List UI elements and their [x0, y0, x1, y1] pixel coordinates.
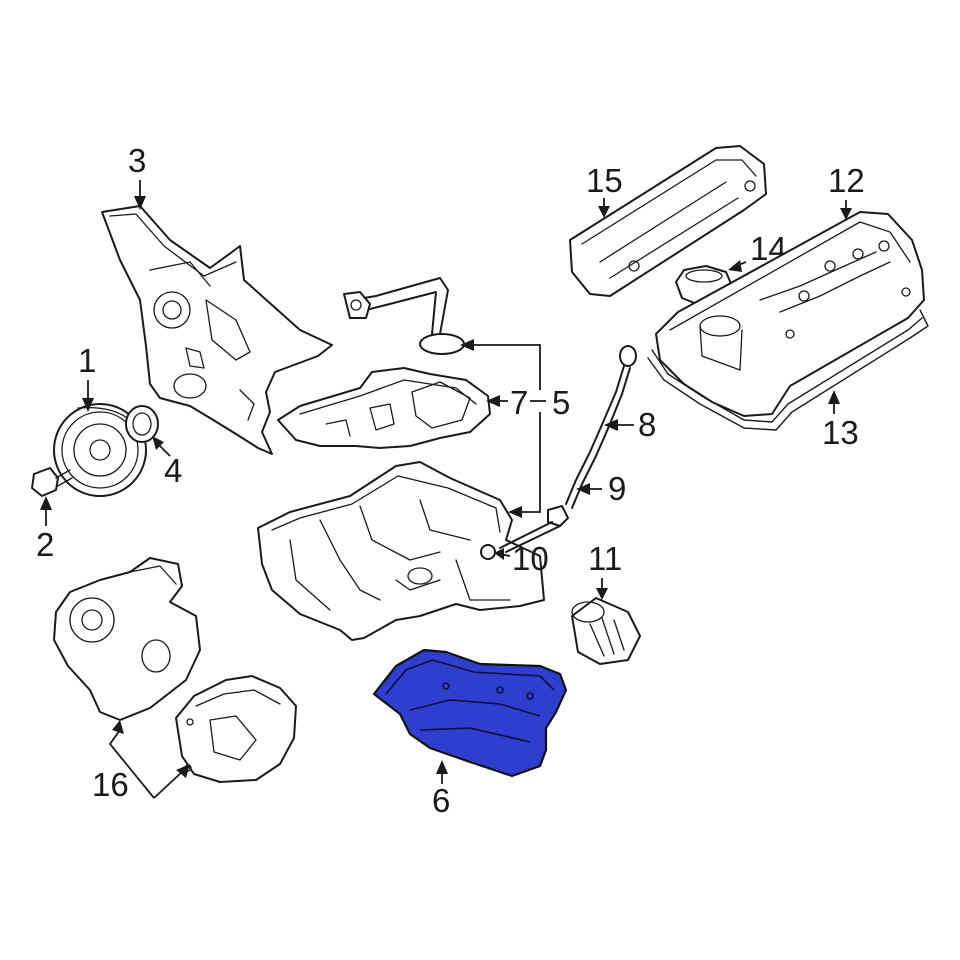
callout-label-5: 5: [552, 384, 570, 421]
callout-11: 11: [588, 540, 622, 600]
callout-1: 1: [78, 342, 96, 412]
callout-label-12: 12: [828, 162, 865, 199]
callout-4: 4: [152, 436, 182, 489]
callout-label-7: 7: [510, 384, 528, 421]
callout-label-15: 15: [586, 162, 623, 199]
drain-plug-part[interactable]: [480, 544, 496, 560]
callout-label-2: 2: [36, 526, 54, 563]
callout-8: 8: [604, 406, 656, 443]
oil-pickup-tube-part[interactable]: [343, 277, 465, 355]
callout-label-3: 3: [128, 142, 146, 179]
callout-9: 9: [576, 470, 626, 507]
callout-label-1: 1: [78, 342, 96, 379]
callout-label-11: 11: [588, 540, 622, 577]
callout-7-5: 7 5: [460, 339, 570, 518]
bolt-part[interactable]: [31, 467, 73, 497]
callout-label-16: 16: [92, 766, 129, 803]
callout-6: 6: [432, 760, 450, 819]
callout-label-13: 13: [822, 414, 859, 451]
oil-filter-part[interactable]: [571, 597, 641, 665]
callout-label-8: 8: [638, 406, 656, 443]
callout-10: 10: [494, 540, 549, 577]
callout-2: 2: [36, 496, 54, 563]
callout-3: 3: [128, 142, 146, 210]
oil-pump-part[interactable]: [53, 557, 201, 721]
valve-cover-gasket-part[interactable]: [647, 309, 929, 431]
seal-part[interactable]: [125, 405, 159, 443]
callout-label-9: 9: [608, 470, 626, 507]
oil-pump-cover-part[interactable]: [175, 675, 297, 783]
lower-oil-pan-part[interactable]: [372, 648, 568, 778]
dipstick-tube-part[interactable]: [499, 505, 569, 553]
valve-cover-part[interactable]: [655, 211, 925, 417]
callout-label-4: 4: [164, 452, 182, 489]
callout-16: 16: [92, 720, 190, 803]
timing-cover-part[interactable]: [101, 205, 333, 455]
engine-cover-part[interactable]: [569, 145, 767, 297]
callout-label-6: 6: [432, 782, 450, 819]
callout-12: 12: [828, 162, 865, 220]
callout-label-10: 10: [512, 540, 549, 577]
upper-oil-pan-part[interactable]: [257, 461, 545, 641]
baffle-plate-part[interactable]: [277, 367, 491, 449]
callout-13: 13: [822, 390, 859, 451]
callout-15: 15: [586, 162, 623, 218]
